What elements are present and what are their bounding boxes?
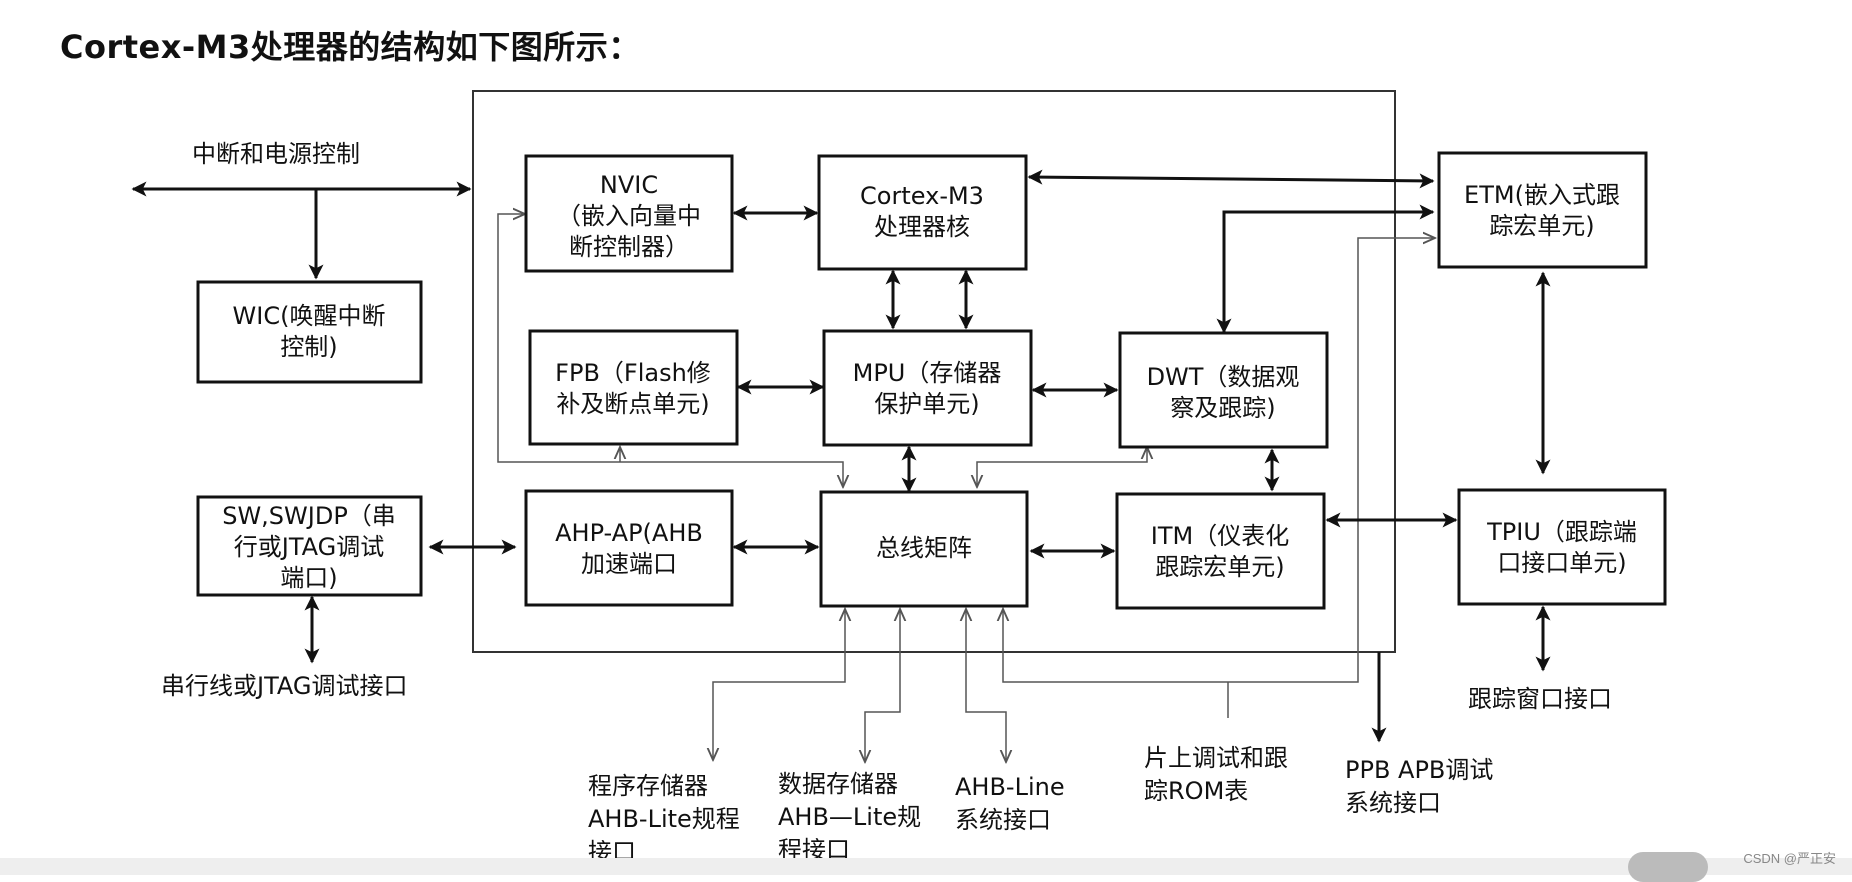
cortex-core-box	[817, 154, 1028, 271]
text-line: AHB-Line	[955, 773, 1065, 801]
text-line: 数据存储器	[778, 770, 898, 798]
text-line: 断控制器）	[569, 233, 689, 261]
tpiu-box	[1457, 488, 1667, 606]
nvic-box	[524, 154, 734, 273]
text-line: 端口)	[280, 564, 337, 592]
dwt-text: DWT（数据观察及跟踪)	[1147, 363, 1300, 422]
serial-jtag-label: 串行线或JTAG调试接口	[161, 672, 407, 700]
trace-port-label: 跟踪窗口接口	[1468, 685, 1612, 713]
text-line: 补及断点单元)	[556, 390, 709, 418]
text-line: ITM（仪表化	[1151, 522, 1289, 550]
ahp-ap-box	[524, 489, 734, 607]
wic-text: WIC(唤醒中断控制)	[233, 302, 386, 361]
text-line: 踪ROM表	[1144, 777, 1248, 805]
text-line: AHP-AP(AHB	[555, 519, 703, 547]
swjdp-box	[196, 495, 423, 597]
text-line: TPIU（跟踪端	[1486, 518, 1637, 546]
text-line: PPB APB调试	[1345, 756, 1493, 784]
itm-text: ITM（仪表化跟踪宏单元)	[1151, 522, 1289, 581]
text-line: WIC(唤醒中断	[233, 302, 386, 330]
text-line: 处理器核	[874, 213, 970, 241]
text-line: 口接口单元)	[1497, 549, 1626, 577]
text-line: AHB-Lite规程	[588, 805, 740, 833]
csdn-watermark: CSDN @严正安	[1743, 851, 1836, 866]
rom-table-label: 片上调试和跟踪ROM表	[1144, 744, 1288, 805]
fpb-box	[528, 329, 739, 446]
ppb-apb-label: PPB APB调试系统接口	[1345, 756, 1493, 817]
tpiu-text: TPIU（跟踪端口接口单元)	[1486, 518, 1637, 577]
text-line: （嵌入向量中	[557, 202, 701, 230]
text-line: 察及跟踪)	[1170, 394, 1275, 422]
etm-box	[1437, 151, 1648, 269]
text-line: 踪宏单元)	[1489, 212, 1594, 240]
text-line: FPB（Flash修	[555, 359, 711, 387]
dwt-box	[1118, 331, 1329, 449]
etm-text: ETM(嵌入式跟踪宏单元)	[1464, 181, 1620, 240]
text-line: 总线矩阵	[876, 534, 972, 562]
fpb-text: FPB（Flash修补及断点单元)	[555, 359, 711, 418]
wic-box	[196, 280, 423, 384]
text-line: 行或JTAG调试	[234, 533, 384, 561]
bottom-bar	[0, 858, 1852, 875]
bus-matrix-box	[819, 490, 1029, 608]
bus-arrows	[131, 169, 1551, 743]
swjdp-text: SW,SWJDP（串行或JTAG调试端口)	[222, 502, 396, 592]
ahp-ap-text: AHP-AP(AHB 加速端口	[555, 519, 703, 578]
bus-matrix-text: 总线矩阵	[876, 534, 972, 562]
text-line: AHB—Lite规	[778, 803, 921, 831]
text-line: NVIC	[600, 171, 658, 199]
text-line: DWT（数据观	[1147, 363, 1300, 391]
text-line: Cortex-M3	[860, 182, 984, 210]
irq-power-label: 中断和电源控制	[192, 140, 360, 168]
cloud-decoration	[1628, 852, 1708, 882]
text-line: SW,SWJDP（串	[222, 502, 396, 530]
text-line: MPU（存储器	[853, 359, 1002, 387]
cortex-core-text: Cortex-M3 处理器核	[860, 182, 984, 241]
text-line: 程序存储器	[588, 772, 708, 800]
text-line: ETM(嵌入式跟	[1464, 181, 1620, 209]
nvic-text: NVIC （嵌入向量中断控制器）	[557, 171, 701, 261]
text-line: 跟踪窗口接口	[1468, 685, 1612, 713]
text-line: 加速端口	[581, 550, 677, 578]
text-line: 控制)	[280, 333, 337, 361]
text-line: 系统接口	[955, 806, 1051, 834]
text-line: 串行线或JTAG调试接口	[161, 672, 407, 700]
itm-box	[1115, 492, 1326, 610]
mpu-box	[822, 329, 1033, 447]
ahb-line-label: AHB-Line 系统接口	[955, 773, 1065, 834]
mpu-text: MPU（存储器保护单元)	[853, 359, 1002, 418]
text-line: 保护单元)	[874, 390, 979, 418]
text-line: 片上调试和跟	[1144, 744, 1288, 772]
text-line: 跟踪宏单元)	[1155, 553, 1284, 581]
text-line: 系统接口	[1345, 789, 1441, 817]
page-title: Cortex-M3处理器的结构如下图所示：	[60, 28, 641, 66]
text-line: 中断和电源控制	[192, 140, 360, 168]
